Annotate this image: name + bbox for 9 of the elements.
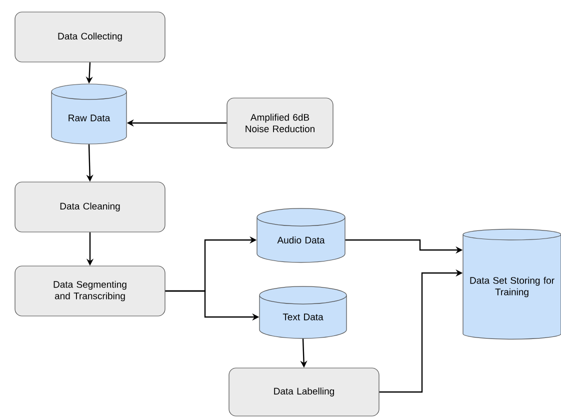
- process-box: Amplified 6dB Noise Reduction: [226, 98, 334, 148]
- database-cylinder: Raw Data: [51, 84, 127, 144]
- database-cylinder: Audio Data: [256, 208, 346, 263]
- process-box: Data Cleaning: [14, 182, 166, 232]
- process-box: Data Labelling: [228, 368, 380, 416]
- process-box: Data Collecting: [14, 12, 166, 62]
- database-cylinder: Data Set Storing for Training: [462, 228, 561, 340]
- process-box: Data Segmenting and Transcribing: [14, 266, 166, 316]
- database-cylinder: Text Data: [259, 286, 347, 339]
